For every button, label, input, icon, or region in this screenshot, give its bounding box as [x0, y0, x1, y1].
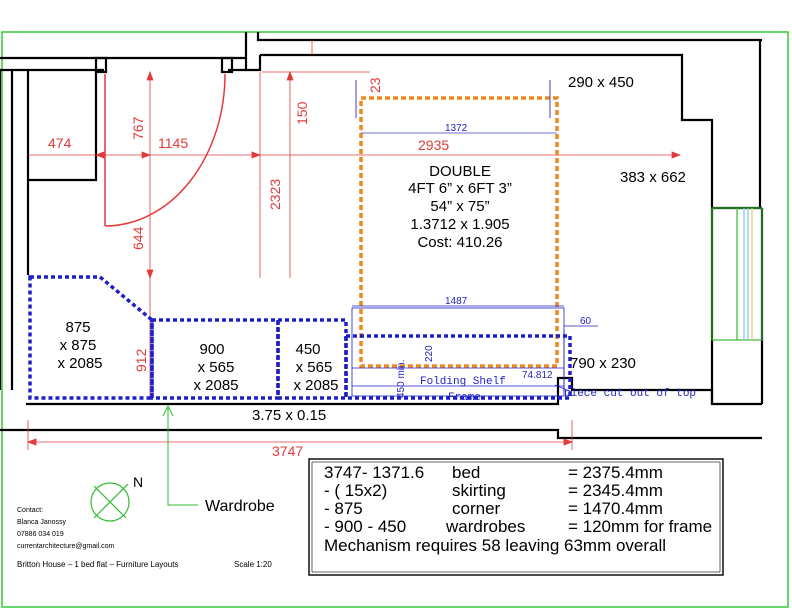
contact-phone: 07886 034 019: [17, 531, 64, 538]
north-label: N: [133, 474, 143, 490]
calc-row-4-expr: - 900 - 450: [324, 517, 406, 536]
dim-1145: 1145: [158, 135, 188, 151]
label-790x230: 790 x 230: [570, 355, 636, 372]
north-compass-icon: [90, 482, 130, 522]
dim-644: 644: [130, 226, 146, 250]
calc-row-1-result: = 2375.4mm: [568, 463, 663, 482]
calc-row-2-expr: - ( 15x2): [324, 481, 387, 500]
wardrobe-1-l2: x 875: [60, 337, 97, 354]
sheet-border: [1, 31, 789, 608]
wardrobe-2-l2: x 565: [198, 359, 235, 376]
frame-label: Frame: [448, 392, 481, 404]
bed-label-inches: 54” x 75”: [430, 198, 489, 215]
wardrobe-2-l1: 900: [199, 341, 224, 358]
wardrobe-3-l1: 450: [295, 341, 320, 358]
shelf-dim-60: 60: [580, 316, 592, 327]
calc-row-2-result: = 2345.4mm: [568, 481, 663, 500]
contact-email: currentarchitecture@gmail.com: [17, 543, 115, 550]
calc-row-3-item: corner: [452, 499, 501, 518]
shelf-dim-220: 220: [424, 345, 435, 362]
shelf-dim-74812: 74.812: [522, 370, 553, 381]
calc-row-4-item: wardrobes: [445, 517, 525, 536]
bed-label-feet: 4FT 6” x 6FT 3”: [408, 180, 512, 197]
bed-width-1372: 1372: [445, 123, 468, 134]
wardrobe-2-l3: x 2085: [193, 377, 238, 394]
cut-out-label: piece cut out of top: [564, 388, 696, 400]
wardrobe-1-l1: 875: [65, 319, 90, 336]
calc-row-1-item: bed: [452, 463, 480, 482]
dim-2935: 2935: [418, 137, 449, 153]
drawing-scale: Scale 1:20: [234, 560, 272, 569]
calc-row-3-result: = 1470.4mm: [568, 499, 663, 518]
window: [711, 207, 763, 341]
project-title: Britton House – 1 bed flat – Furniture L…: [17, 560, 178, 569]
door-swing: [104, 73, 226, 227]
wardrobe-3-l3: x 2085: [293, 377, 338, 394]
wardrobe-callout: Wardrobe: [205, 498, 275, 515]
dim-767: 767: [130, 116, 146, 140]
bed-outline: [355, 80, 559, 368]
dimension-lines: [26, 40, 682, 450]
bed-label-metres: 1.3712 x 1.905: [410, 216, 509, 233]
calc-row-4-result: = 120mm for frame: [568, 517, 712, 536]
calculation-rows: 3747- 1371.6 bed = 2375.4mm - ( 15x2) sk…: [324, 463, 712, 555]
dim-2323: 2323: [267, 179, 283, 210]
wardrobe-pointer-arrow: [162, 404, 198, 506]
calculation-box: [308, 458, 724, 576]
folding-shelf-frame: [344, 305, 598, 400]
shelf-450-min: 450 min.: [396, 360, 407, 398]
bed-label-cost: Cost: 410.26: [417, 234, 502, 251]
bed-label-double: DOUBLE: [429, 163, 491, 180]
dim-474: 474: [48, 135, 72, 151]
dim-23: 23: [367, 77, 383, 93]
calc-row-2-item: skirting: [452, 481, 506, 500]
wardrobe-3-l2: x 565: [296, 359, 333, 376]
label-383x662: 383 x 662: [620, 169, 686, 186]
dim-912: 912: [133, 348, 149, 372]
calc-row-3-expr: - 875: [324, 499, 363, 518]
shelf-width-1487: 1487: [445, 296, 468, 307]
label-wall-3-75: 3.75 x 0.15: [252, 407, 326, 424]
folding-shelf-label: Folding Shelf: [420, 376, 506, 388]
wardrobe-1-l3: x 2085: [57, 355, 102, 372]
contact-name: Blanca Janossy: [17, 519, 67, 526]
label-290x450: 290 x 450: [568, 74, 634, 91]
calc-summary: Mechanism requires 58 leaving 63mm overa…: [324, 536, 666, 555]
dim-150: 150: [294, 101, 310, 125]
calc-row-1-expr: 3747- 1371.6: [324, 463, 424, 482]
contact-heading: Contact:: [17, 507, 43, 514]
dim-3747: 3747: [272, 443, 303, 459]
